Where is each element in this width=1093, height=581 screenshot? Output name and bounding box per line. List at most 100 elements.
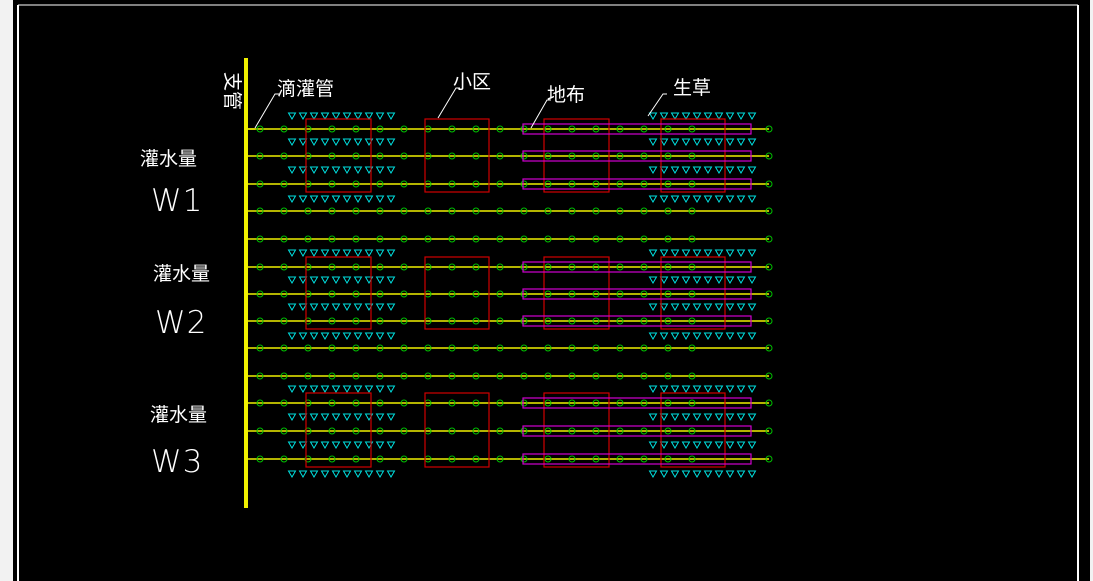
ground-cloth-strip [522, 453, 752, 465]
emitter-circle-icon [520, 235, 528, 243]
grass-triangle-icon [353, 413, 363, 421]
grass-triangle-icon [703, 166, 713, 174]
grass-triangle-icon [648, 166, 658, 174]
grass-triangle-icon [714, 195, 724, 203]
grass-triangle-icon [648, 441, 658, 449]
group-1-code: W1 [151, 183, 203, 219]
grass-triangle-icon [298, 385, 308, 393]
emitter-circle-icon [544, 317, 552, 325]
grass-triangle-icon [364, 385, 374, 393]
leader-grass [647, 93, 667, 117]
emitter-circle-icon [448, 455, 456, 463]
emitter-circle-icon [520, 125, 528, 133]
emitter-circle-icon [280, 455, 288, 463]
emitter-circle-icon [280, 180, 288, 188]
emitter-circle-icon [376, 290, 384, 298]
grass-triangle-icon [670, 112, 680, 120]
emitter-circle-icon [400, 372, 408, 380]
emitter-circle-icon [328, 399, 336, 407]
emitter-circle-icon [544, 455, 552, 463]
emitter-circle-icon [352, 125, 360, 133]
plot-box [424, 118, 490, 193]
grass-triangle-icon [331, 138, 341, 146]
emitter-circle-icon [280, 125, 288, 133]
grass-triangle-icon [747, 112, 757, 120]
emitter-circle-icon [328, 290, 336, 298]
grass-triangle-icon [736, 413, 746, 421]
emitter-circle-icon [256, 399, 264, 407]
grass-triangle-icon [725, 413, 735, 421]
emitter-circle-icon [472, 290, 480, 298]
emitter-circle-icon [328, 207, 336, 215]
drawing-canvas: 支管 滴灌管 小区 地布 生草 灌水量 W1 灌水量 W2 灌水量 W3 [13, 0, 1090, 581]
emitter-circle-icon [568, 399, 576, 407]
grass-triangle-icon [320, 303, 330, 311]
grass-triangle-icon [648, 276, 658, 284]
grass-triangle-icon [386, 138, 396, 146]
grass-triangle-icon [331, 166, 341, 174]
grass-triangle-icon [320, 276, 330, 284]
emitter-circle-icon [592, 207, 600, 215]
emitter-circle-icon [376, 207, 384, 215]
grass-triangle-icon [725, 470, 735, 478]
grass-triangle-icon [298, 303, 308, 311]
grass-triangle-icon [309, 413, 319, 421]
grass-triangle-icon [736, 195, 746, 203]
ground-cloth-strip [522, 397, 752, 409]
emitter-circle-icon [448, 207, 456, 215]
grass-triangle-icon [375, 166, 385, 174]
emitter-circle-icon [256, 317, 264, 325]
emitter-circle-icon [520, 455, 528, 463]
grass-triangle-icon [725, 138, 735, 146]
ground-cloth-strip [522, 123, 752, 135]
emitter-circle-icon [568, 455, 576, 463]
grass-triangle-icon [714, 441, 724, 449]
grass-triangle-icon [298, 249, 308, 257]
ground-cloth-label: 地布 [547, 84, 585, 106]
grass-triangle-icon [736, 470, 746, 478]
grass-triangle-icon [692, 303, 702, 311]
emitter-circle-icon [640, 455, 648, 463]
grass-triangle-icon [703, 470, 713, 478]
ground-cloth-strip [522, 150, 752, 162]
grass-triangle-icon [287, 441, 297, 449]
emitter-circle-icon [664, 180, 672, 188]
grass-triangle-icon [309, 166, 319, 174]
emitter-circle-icon [616, 207, 624, 215]
grass-triangle-icon [670, 441, 680, 449]
grass-triangle-icon [342, 441, 352, 449]
leader-ground-cloth [530, 99, 551, 129]
emitter-circle-icon [544, 152, 552, 160]
emitter-circle-icon [304, 125, 312, 133]
grass-triangle-icon [353, 138, 363, 146]
grass-triangle-icon [670, 166, 680, 174]
emitter-circle-icon [376, 455, 384, 463]
emitter-circle-icon [616, 290, 624, 298]
grass-triangle-icon [309, 470, 319, 478]
emitter-circle-icon [765, 317, 773, 325]
leader-lines [254, 87, 667, 129]
emitter-circle-icon [664, 399, 672, 407]
emitter-circle-icon [424, 372, 432, 380]
grass-triangle-icon [736, 112, 746, 120]
emitter-circle-icon [400, 152, 408, 160]
grass-triangle-icon [298, 441, 308, 449]
grass-triangle-icon [364, 249, 374, 257]
emitters [256, 125, 773, 463]
emitter-circle-icon [544, 372, 552, 380]
emitter-circle-icon [616, 263, 624, 271]
grass-triangle-icon [287, 303, 297, 311]
emitter-circle-icon [256, 180, 264, 188]
emitter-circle-icon [544, 399, 552, 407]
grass-triangle-icon [331, 276, 341, 284]
group-3-label: 灌水量 [150, 404, 207, 426]
emitter-circle-icon [280, 152, 288, 160]
grass-triangle-icon [736, 303, 746, 311]
leader-drip-pipe [254, 93, 279, 129]
grass-triangle-icon [736, 332, 746, 340]
emitter-circle-icon [544, 427, 552, 435]
grass-triangle-icon [747, 332, 757, 340]
grass-triangle-icon [714, 276, 724, 284]
emitter-circle-icon [496, 235, 504, 243]
grass-triangle-icon [670, 303, 680, 311]
